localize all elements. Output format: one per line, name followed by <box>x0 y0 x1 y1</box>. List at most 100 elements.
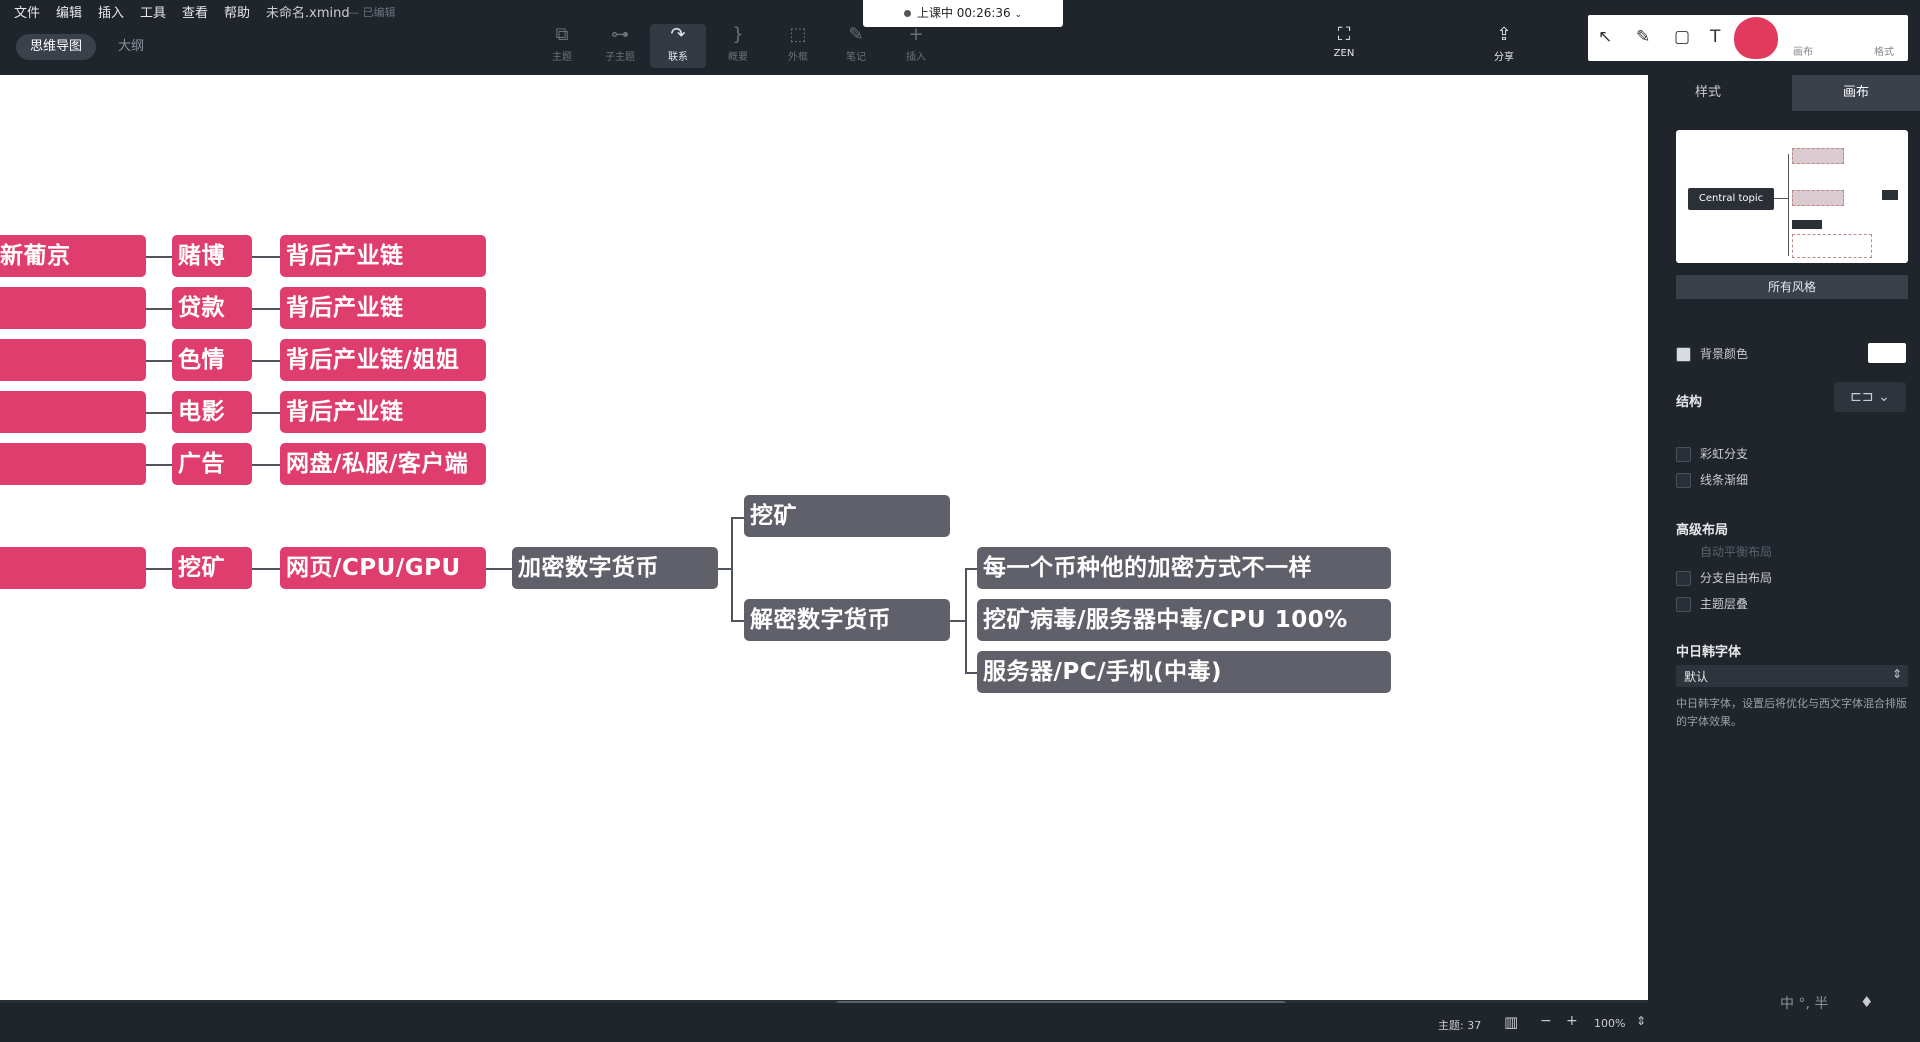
rainbow-label: 彩虹分支 <box>1700 447 1749 461</box>
connector-line <box>950 620 966 622</box>
connector-line <box>731 517 733 621</box>
connector-line <box>146 256 172 258</box>
tab-canvas[interactable]: 画布 <box>1792 75 1920 111</box>
pen-icon[interactable]: ✎ <box>1636 27 1651 47</box>
note-icon: ✎ <box>848 24 864 45</box>
topic-icon: ⧉ <box>555 24 569 45</box>
rainbow-checkbox[interactable] <box>1676 447 1691 462</box>
bg-color-checkbox[interactable] <box>1676 347 1691 362</box>
toolbar-subtopic-label: 子主题 <box>605 52 635 63</box>
rectangle-icon[interactable]: ▢ <box>1674 27 1691 47</box>
toolbar-topic-button[interactable]: ⧉主题 <box>534 24 590 68</box>
select-arrows-icon: ⇕ <box>1892 667 1903 681</box>
auto-balance-label: 自动平衡布局 <box>1700 545 1773 559</box>
central-topic-node[interactable]: 加密数字货币 <box>512 547 718 589</box>
subtopic-icon: ⊶ <box>611 24 629 45</box>
zoom-arrows-icon[interactable]: ⇕ <box>1636 1014 1647 1028</box>
summary-icon: } <box>732 24 744 45</box>
zoom-in-icon[interactable]: + <box>1566 1013 1578 1029</box>
structure-logic-icon: ⊏⊐ <box>1850 389 1874 405</box>
all-styles-button[interactable]: 所有风格 <box>1676 275 1908 299</box>
topic-node[interactable]: 电影 <box>172 391 252 433</box>
toolbar-relationship-button[interactable]: ↷联系 <box>650 24 706 68</box>
menu-tools[interactable]: 工具 <box>140 6 167 21</box>
topic-node[interactable]: 网盘/私服/客户端 <box>280 443 486 485</box>
file-status: — 已编辑 <box>348 6 396 19</box>
toolbar-boundary-button[interactable]: ⬚外框 <box>770 24 826 68</box>
topic-node[interactable] <box>0 287 146 329</box>
menu-help[interactable]: 帮助 <box>224 6 251 21</box>
toolbar-note-button[interactable]: ✎笔记 <box>828 24 884 68</box>
theme-preview[interactable]: Central topic <box>1676 130 1908 263</box>
preview-subtopic <box>1792 220 1822 229</box>
topic-node[interactable]: 色情 <box>172 339 252 381</box>
connector-line <box>486 568 512 570</box>
cjk-font-select[interactable]: 默认 ⇕ <box>1676 665 1908 687</box>
connector-line <box>252 360 280 362</box>
preview-line <box>1774 198 1788 199</box>
tab-style[interactable]: 样式 <box>1694 85 1721 100</box>
menu-edit[interactable]: 编辑 <box>56 6 83 21</box>
zen-button[interactable]: ⛶ZEN <box>1316 24 1372 68</box>
topic-node[interactable]: 背后产业链 <box>280 287 486 329</box>
file-name: 未命名.xmind <box>266 6 350 21</box>
share-icon: ⇪ <box>1496 24 1512 45</box>
taper-checkbox[interactable] <box>1676 473 1691 488</box>
toolbar-subtopic-button[interactable]: ⊶ 子主题 <box>592 24 648 68</box>
toolbar-insert-label: 插入 <box>906 52 926 63</box>
tab-outline[interactable]: 大纲 <box>118 39 145 54</box>
menu-file[interactable]: 文件 <box>14 6 41 21</box>
relationship-icon: ↷ <box>670 24 686 45</box>
topic-node[interactable] <box>0 339 146 381</box>
topic-node[interactable] <box>0 443 146 485</box>
share-button[interactable]: ⇪分享 <box>1476 24 1532 68</box>
toolbar-insert-button[interactable]: +插入 <box>888 24 944 68</box>
cjk-font-heading: 中日韩字体 <box>1676 645 1742 660</box>
connector-line <box>252 256 280 258</box>
advanced-heading: 高级布局 <box>1676 523 1729 538</box>
topic-node[interactable]: 贷款 <box>172 287 252 329</box>
overlap-checkbox[interactable] <box>1676 597 1691 612</box>
topic-node[interactable]: 广告 <box>172 443 252 485</box>
zoom-level[interactable]: 100% <box>1594 1017 1626 1030</box>
topic-node[interactable]: 背后产业链/姐姐 <box>280 339 486 381</box>
menu-view[interactable]: 查看 <box>182 6 209 21</box>
topic-node[interactable]: 背后产业链 <box>280 235 486 277</box>
topic-count: 主题: 37 <box>1438 1019 1482 1032</box>
preview-subtopic <box>1882 190 1898 200</box>
map-overview-icon[interactable]: ▥ <box>1504 1013 1519 1031</box>
tab-mindmap[interactable]: 思维导图 <box>16 34 97 60</box>
connector-line <box>252 464 280 466</box>
topic-node[interactable]: 网页/CPU/GPU <box>280 547 486 589</box>
preview-subtopic <box>1792 148 1844 164</box>
cursor-icon[interactable]: ↖ <box>1598 27 1613 47</box>
topic-node[interactable] <box>0 547 146 589</box>
topic-node[interactable] <box>0 391 146 433</box>
ime-indicator[interactable]: 中 °, 半 <box>1780 996 1829 1012</box>
structure-dropdown[interactable]: ⊏⊐ ⌄ <box>1834 382 1906 412</box>
topic-node-decrypt[interactable]: 解密数字货币 <box>744 599 950 641</box>
topic-node-leaf[interactable]: 挖矿病毒/服务器中毒/CPU 100% <box>977 599 1391 641</box>
text-icon[interactable]: T <box>1710 27 1721 47</box>
topic-node[interactable]: 赌博 <box>172 235 252 277</box>
topic-node[interactable]: 背后产业链 <box>280 391 486 433</box>
zoom-out-icon[interactable]: − <box>1540 1013 1552 1029</box>
toolbar-summary-button[interactable]: }概要 <box>710 24 766 68</box>
recording-indicator[interactable]: 上课中 00:26:36 ⌄ <box>863 0 1063 27</box>
topic-node-mining[interactable]: 挖矿 <box>744 495 950 537</box>
connector-line <box>965 568 977 570</box>
connector-line <box>252 412 280 414</box>
shirt-icon[interactable]: ♦ <box>1860 993 1874 1011</box>
topic-node[interactable]: 挖矿 <box>172 547 252 589</box>
connector-line <box>146 568 172 570</box>
topic-node-leaf[interactable]: 服务器/PC/手机(中毒) <box>977 651 1391 693</box>
free-layout-checkbox[interactable] <box>1676 571 1691 586</box>
menu-insert[interactable]: 插入 <box>98 6 125 21</box>
topic-node[interactable]: 新葡京 <box>0 235 146 277</box>
record-dot-icon <box>903 10 911 17</box>
mindmap-canvas[interactable]: 新葡京 赌博 背后产业链 贷款 背后产业链 色情 背后产业链/姐姐 电影 背后产… <box>0 75 1648 1003</box>
overlap-label: 主题层叠 <box>1700 597 1749 611</box>
bg-color-swatch[interactable] <box>1868 343 1906 363</box>
top-toolbar: 文件 编辑 插入 工具 查看 帮助 未命名.xmind — 已编辑 思维导图 大… <box>0 0 1920 75</box>
topic-node-leaf[interactable]: 每一个币种他的加密方式不一样 <box>977 547 1391 589</box>
